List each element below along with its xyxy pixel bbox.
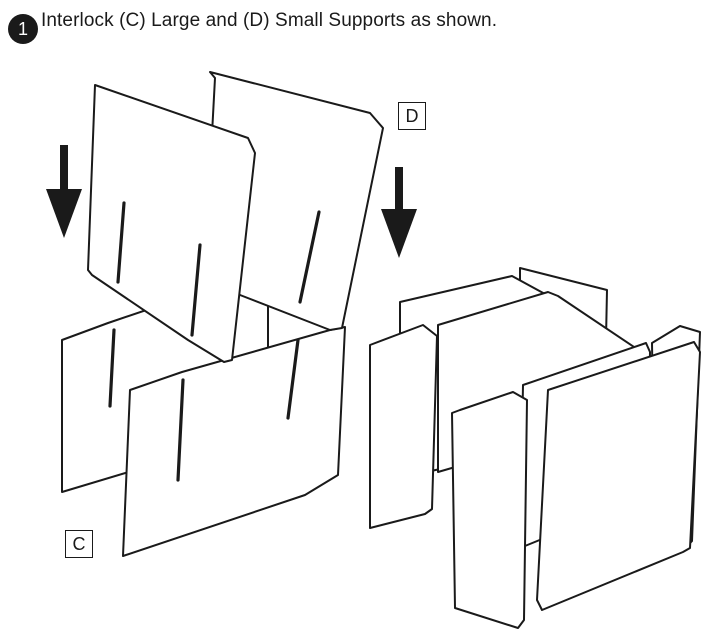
down-arrow-icon	[381, 167, 417, 258]
slot	[176, 378, 185, 482]
slot	[190, 243, 202, 337]
step-number-badge: 1	[8, 14, 38, 44]
assembled-supports	[369, 267, 701, 629]
assembled-front-left-panel	[451, 391, 528, 629]
slot	[108, 328, 116, 408]
slot	[286, 338, 300, 420]
callout-label-c: C	[65, 530, 93, 558]
assembled-left-panel	[369, 324, 438, 529]
small-support-d-assembly	[87, 71, 384, 363]
step-instruction: Interlock (C) Large and (D) Small Suppor…	[41, 10, 498, 31]
large-support-c-front-panel	[122, 326, 346, 557]
callout-label-d: D	[398, 102, 426, 130]
down-arrow-icon	[46, 145, 82, 238]
large-support-c-assembly	[61, 274, 346, 557]
assembled-front-wide-panel	[536, 341, 701, 611]
slot	[298, 210, 321, 304]
slot	[116, 201, 126, 284]
small-support-d-front-panel	[87, 84, 256, 363]
